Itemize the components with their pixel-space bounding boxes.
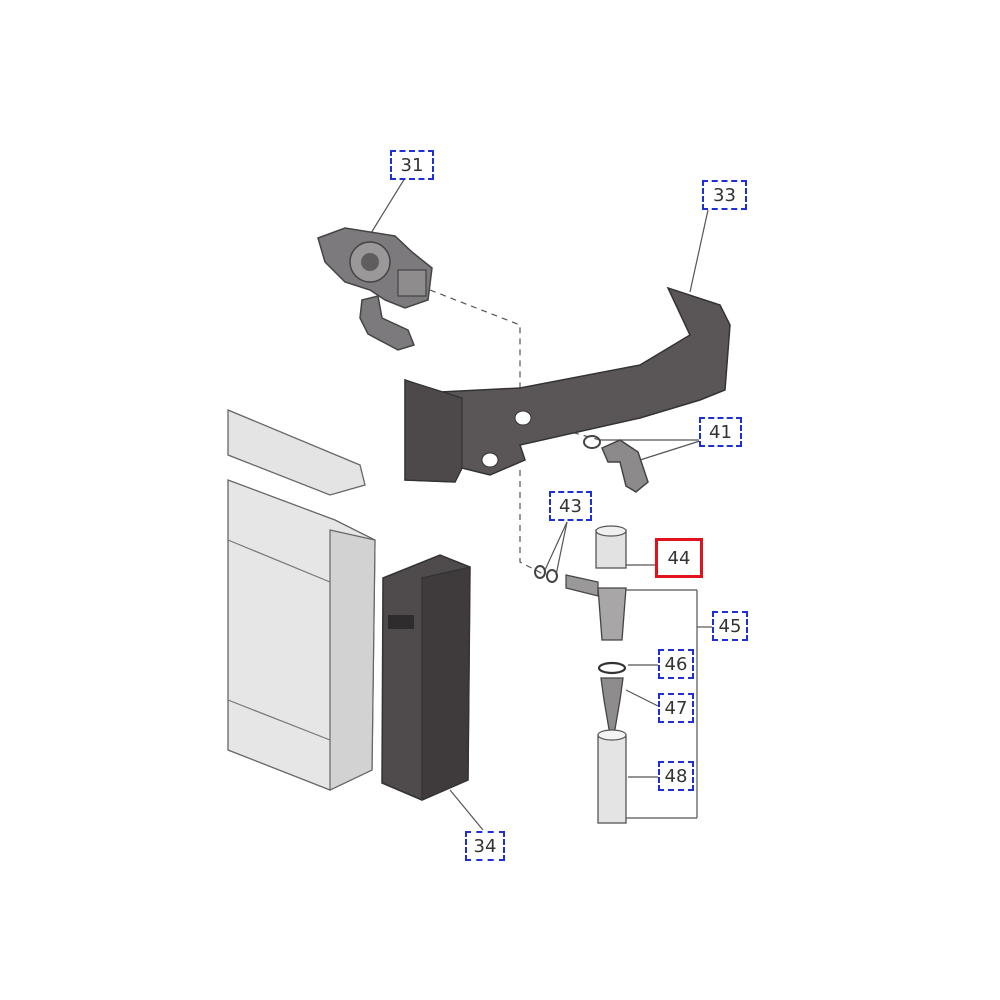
- callout-47[interactable]: 47: [658, 693, 694, 723]
- leader-lines: [367, 177, 712, 831]
- callout-48[interactable]: 48: [658, 761, 694, 791]
- callout-47-label: 47: [664, 697, 688, 719]
- callout-43-label: 43: [559, 495, 582, 517]
- callout-31[interactable]: 31: [390, 150, 434, 180]
- drip-box-part: [381, 554, 471, 801]
- callout-44[interactable]: 44: [655, 538, 703, 578]
- machine-body-part: [227, 409, 376, 791]
- callout-45[interactable]: 45: [712, 611, 748, 641]
- callout-34-label: 34: [473, 835, 497, 857]
- callout-34[interactable]: 34: [465, 831, 505, 861]
- callout-31-label: 31: [400, 154, 424, 176]
- callout-44-label: 44: [667, 547, 691, 569]
- callout-46[interactable]: 46: [658, 649, 694, 679]
- callout-41-label: 41: [709, 421, 732, 443]
- front-panel-part: [404, 286, 731, 483]
- callout-33[interactable]: 33: [702, 180, 747, 210]
- spout-assembly-part: [534, 525, 627, 824]
- valve-part: [317, 227, 433, 351]
- callout-41[interactable]: 41: [699, 417, 742, 447]
- callout-45-label: 45: [718, 615, 742, 637]
- callout-43[interactable]: 43: [549, 491, 592, 521]
- callout-48-label: 48: [664, 765, 688, 787]
- callout-46-label: 46: [664, 653, 688, 675]
- lever-part: [583, 435, 649, 493]
- callout-33-label: 33: [713, 184, 736, 206]
